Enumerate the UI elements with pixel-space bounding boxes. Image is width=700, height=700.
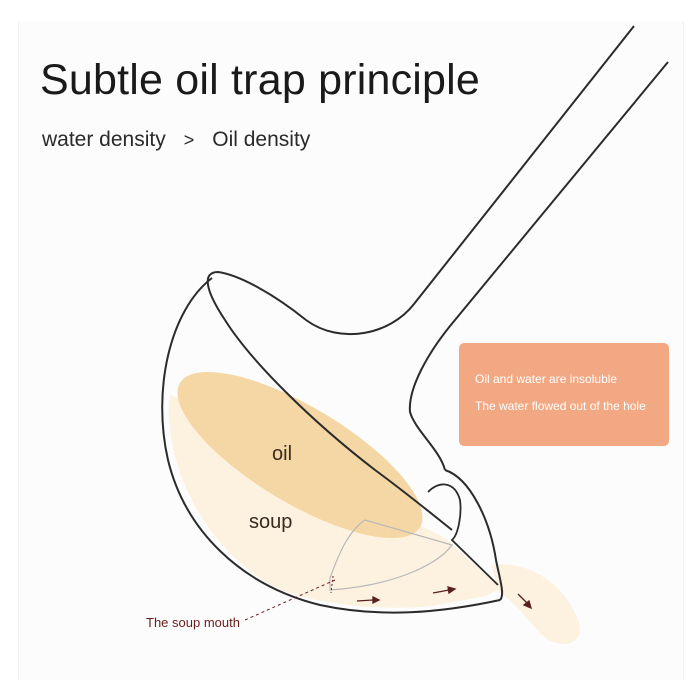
soup-mouth-label: The soup mouth (146, 615, 240, 630)
ladle-handle-outline-lower (408, 61, 669, 471)
greater-than-symbol: > (183, 130, 195, 150)
info-line-insoluble: Oil and water are insoluble (475, 372, 618, 386)
info-line-water-outflow: The water flowed out of the hole (475, 399, 646, 413)
flow-arrow-2 (432, 586, 457, 595)
ladle-handle-outline (305, 25, 635, 336)
ladle-bowl-outline (161, 277, 501, 614)
ladle-spout (444, 469, 504, 601)
oil-layer (177, 371, 423, 539)
density-comparison: water density > Oil density (42, 128, 310, 152)
soup-label: soup (249, 511, 293, 533)
soup-stream (492, 564, 580, 644)
soup-mouth-leader-line (244, 579, 336, 621)
info-box: Oil and water are insoluble The water fl… (459, 343, 669, 446)
flow-arrow-3 (517, 593, 533, 610)
oil-density-label: Oil density (212, 128, 311, 151)
ladle-rim (206, 270, 453, 531)
oil-trap-divider (329, 519, 453, 591)
page-title: Subtle oil trap principle (40, 56, 481, 104)
flow-arrow-1 (356, 595, 381, 605)
ladle-spout-inner (427, 483, 499, 586)
soup-mouth-marker (330, 575, 334, 594)
oil-label: oil (272, 443, 293, 465)
water-density-label: water density (42, 128, 166, 151)
